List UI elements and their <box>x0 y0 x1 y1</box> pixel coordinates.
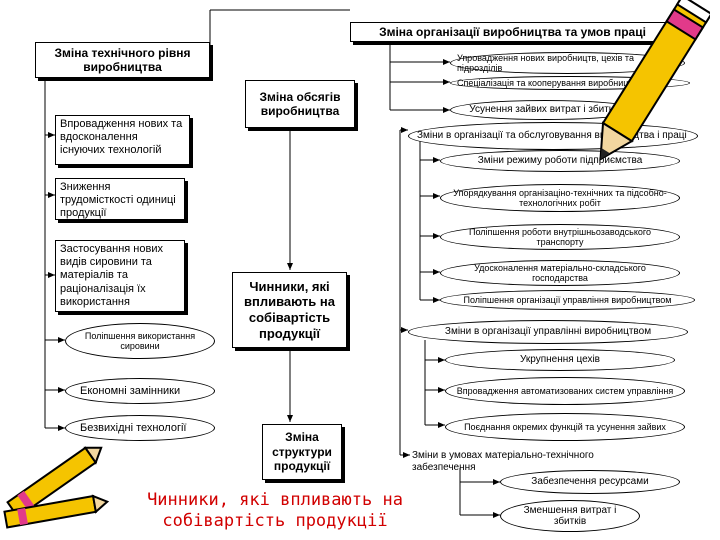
oval-waste-free: Безвихідні технології <box>65 415 215 441</box>
oval-substitutes: Економні замінники <box>65 378 215 404</box>
supply-header: Зміни в умовах матеріально-технічного за… <box>412 450 594 473</box>
title-box: Зміна організації виробництва та умов пр… <box>350 22 675 42</box>
oval-automation: Впровадження автоматизованих систем упра… <box>445 377 685 405</box>
left-item-materials: Застосування нових видів сировини та мат… <box>55 240 185 312</box>
oval-new-workshops: Упровадження нових виробництв, цехів та … <box>450 52 685 74</box>
oval-transport: Поліпшення роботи внутрішньозаводського … <box>440 224 680 250</box>
oval-resources: Забезпечення ресурсами <box>500 470 680 494</box>
structure-box: Зміна структури продукції <box>262 424 342 480</box>
oval-raw-materials: Поліпшення використання сировини <box>65 323 215 359</box>
oval-work-mode: Зміни режиму роботи підприємства <box>440 150 680 172</box>
volume-box: Зміна обсягів виробництва <box>245 80 355 128</box>
oval-consolidation: Укрупнення цехів <box>445 349 675 371</box>
technical-level-box: Зміна технічного рівня виробництва <box>35 42 210 78</box>
oval-warehouse: Удосконалення матеріально-складського го… <box>440 260 680 286</box>
oval-technical-works: Упорядкування організаціно-технічних та … <box>440 184 680 212</box>
oval-combining-functions: Поєднання окремих функцій та усунення за… <box>445 413 685 441</box>
left-item-technologies: Впровадження нових та вдосконалення існу… <box>55 115 190 165</box>
oval-org-management: Поліпшення організації управління виробн… <box>440 290 695 310</box>
left-item-labor: Зниження трудомісткості одиниці продукці… <box>55 178 185 220</box>
oval-mgmt-header: Зміни в організації управлінні виробницт… <box>408 320 688 344</box>
caption-title: Чинники, які впливають на собівартість п… <box>147 490 403 532</box>
crayons-icon <box>3 446 110 529</box>
pencil-icon <box>599 0 710 162</box>
main-factors-box: Чинники, які впливають на собівартість п… <box>232 272 347 348</box>
oval-reduce-costs: Зменшення витрат і збитків <box>500 500 640 532</box>
oval-org-header: Зміни в організації та обслуговування ви… <box>408 122 698 150</box>
